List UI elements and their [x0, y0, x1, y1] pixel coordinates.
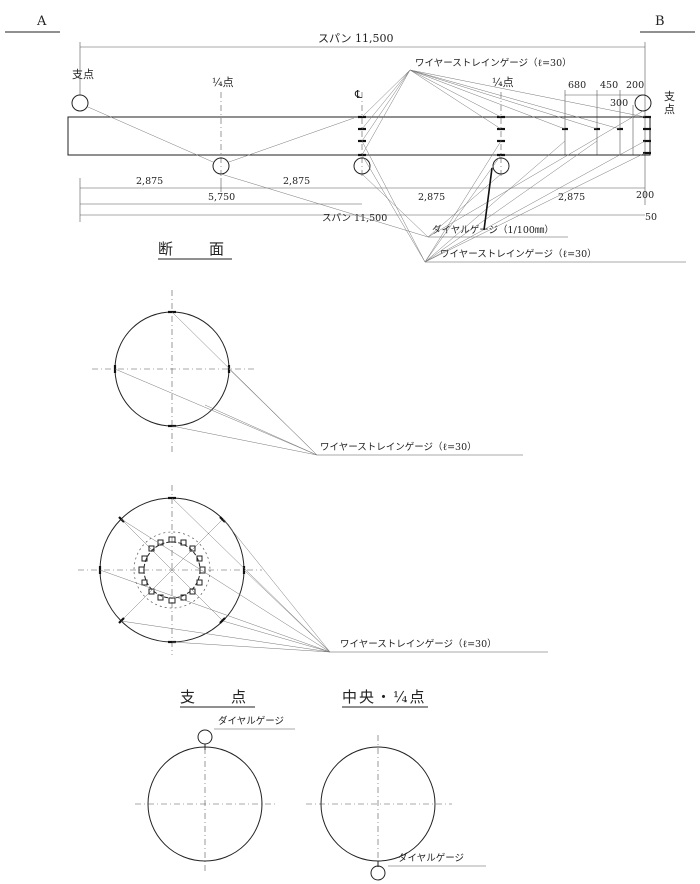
support-dial-right: [634, 94, 652, 112]
dial-rod: [483, 167, 493, 231]
support-dial-left: [71, 94, 89, 112]
dim-200-bottom: 200: [636, 190, 654, 201]
center-section: [306, 735, 486, 881]
dim-2875-2: 2,875: [283, 176, 310, 187]
section-title: 断 面: [158, 240, 226, 258]
beam-elevation: スパン 11,500 支点 ¼点 ℄ ¼点 支 点 ワイヤーストレインゲージ（ℓ…: [67, 32, 686, 263]
dim-2875-4: 2,875: [558, 192, 585, 203]
dim-5750: 5,750: [208, 192, 235, 203]
support-dial-label: ダイヤルゲージ: [218, 715, 284, 727]
dim-300: 300: [610, 98, 628, 109]
dim-450: 450: [600, 80, 618, 91]
dim-50: 50: [645, 212, 657, 223]
wire-gauge-leaders-top: [361, 69, 646, 156]
dim-200-top: 200: [626, 80, 644, 91]
wire-gauge-label-top: ワイヤーストレインゲージ（ℓ=30）: [415, 57, 572, 69]
support-label-right-2: 点: [664, 103, 675, 116]
support-section: [135, 728, 295, 872]
beam-body: [67, 116, 651, 156]
corner-label-b: B: [655, 14, 665, 29]
support-label-right-1: 支: [664, 90, 675, 103]
center-dial-label: ダイヤルゲージ: [398, 852, 464, 864]
center-section-title: 中央・¼点: [342, 688, 427, 706]
support-label-left: 支点: [72, 68, 94, 81]
span-label-bottom: スパン 11,500: [322, 213, 387, 224]
quarter-label-left: ¼点: [212, 76, 234, 89]
dial-gauge-label: ダイヤルゲージ（1/100㎜）: [432, 224, 554, 236]
section-hollow: [78, 485, 331, 655]
wire-gauge-leaders-bottom: [361, 140, 646, 263]
wire-gauge-label-bottom: ワイヤーストレインゲージ（ℓ=30）: [440, 248, 597, 260]
section-gauge-label-1: ワイヤーストレインゲージ（ℓ=30）: [320, 441, 477, 453]
dim-2875-1: 2,875: [136, 176, 163, 187]
strain-gauge-marks: [358, 115, 651, 157]
leader: [228, 117, 355, 163]
quarter-label-right: ¼点: [492, 76, 514, 89]
span-label-top: スパン 11,500: [318, 32, 394, 45]
center-label: ℄: [354, 88, 362, 101]
corner-label-a: A: [36, 14, 47, 29]
section-solid: [92, 290, 318, 456]
support-section-title: 支 点: [180, 688, 248, 706]
dial-gauge-leaders: [220, 110, 644, 238]
leader: [87, 106, 214, 163]
section-gauge-label-2: ワイヤーストレインゲージ（ℓ=30）: [340, 638, 497, 650]
dim-2875-3: 2,875: [418, 192, 445, 203]
dim-680: 680: [568, 80, 586, 91]
